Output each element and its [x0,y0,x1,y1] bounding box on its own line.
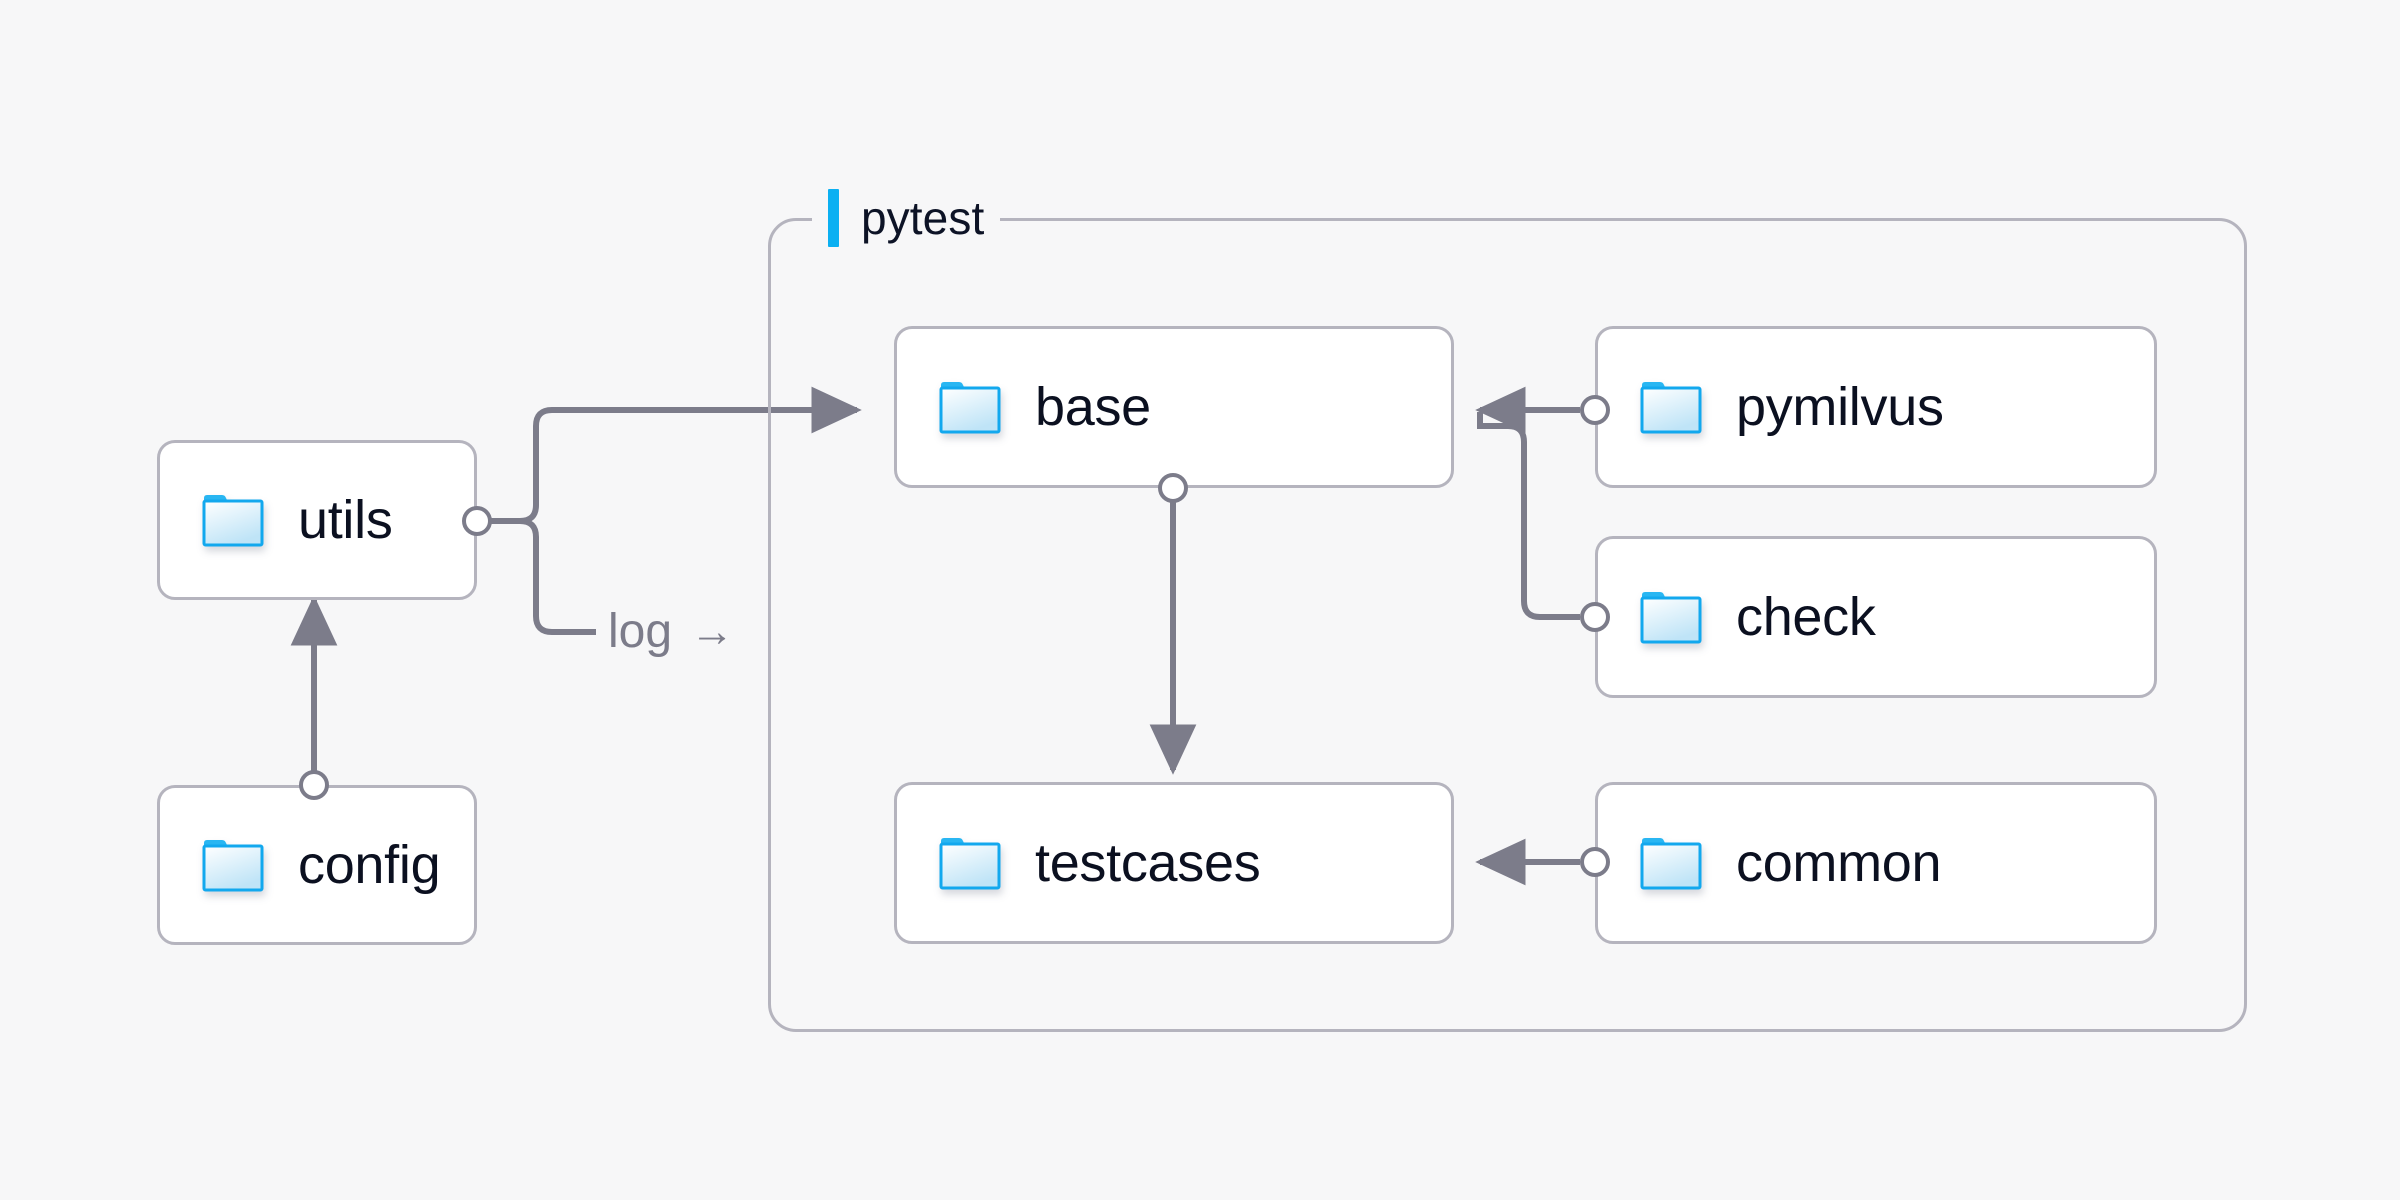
handle-check-left[interactable] [1580,602,1610,632]
node-base[interactable]: base [894,326,1454,488]
handle-utils-right[interactable] [462,506,492,536]
edge-label-log: log → [598,604,745,659]
folder-icon [202,493,264,547]
group-pytest-label: pytest [812,186,1001,250]
edge-utils-log [487,518,596,635]
node-base-label: base [1035,377,1151,437]
group-pytest [768,218,2247,1032]
edge-label-log-text: log [608,605,673,658]
node-utils-label: utils [298,490,393,550]
node-testcases[interactable]: testcases [894,782,1454,944]
folder-icon [1640,590,1702,644]
folder-icon [1640,836,1702,890]
group-accent-bar [828,189,839,247]
node-config[interactable]: config [157,785,477,945]
folder-icon [1640,380,1702,434]
handle-config-top[interactable] [299,770,329,800]
handle-pymilvus-left[interactable] [1580,395,1610,425]
group-pytest-label-text: pytest [861,192,985,244]
node-check-label: check [1736,587,1876,647]
folder-icon [939,836,1001,890]
handle-common-left[interactable] [1580,847,1610,877]
node-testcases-label: testcases [1035,833,1261,893]
node-utils[interactable]: utils [157,440,477,600]
node-pymilvus-label: pymilvus [1736,377,1944,437]
node-pymilvus[interactable]: pymilvus [1595,326,2157,488]
node-config-label: config [298,835,441,895]
node-common[interactable]: common [1595,782,2157,944]
handle-base-bottom[interactable] [1158,473,1188,503]
node-check[interactable]: check [1595,536,2157,698]
arrow-right-icon: → [690,606,735,656]
folder-icon [939,380,1001,434]
folder-icon [202,838,264,892]
node-common-label: common [1736,833,1942,893]
